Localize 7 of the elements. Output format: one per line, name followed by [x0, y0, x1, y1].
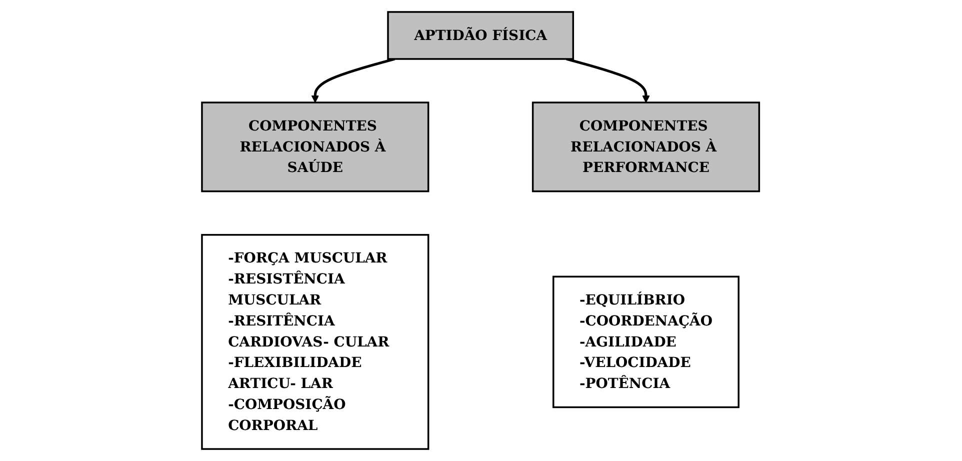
node-box: COMPONENTES RELACIONADOS À SAÚDE — [202, 102, 430, 192]
node-box: -FORÇA MUSCULAR -RESISTÊNCIA MUSCULAR -RESITÊNCIA CARDIOVAS- CULAR -FLEXIBILIDADE ARTICU- LAR -COMPOSIÇÃO CORPORAL — [202, 234, 430, 450]
node-box: COMPONENTES RELACIONADOS À PERFORMANCE — [532, 102, 760, 192]
node-box: APTIDÃO FÍSICA — [388, 11, 574, 60]
arrow — [566, 58, 650, 103]
arrow — [312, 58, 396, 103]
node-box: -EQUILÍBRIO -COORDENAÇÃO -AGILIDADE -VELOCIDADE -POTÊNCIA — [552, 276, 740, 408]
